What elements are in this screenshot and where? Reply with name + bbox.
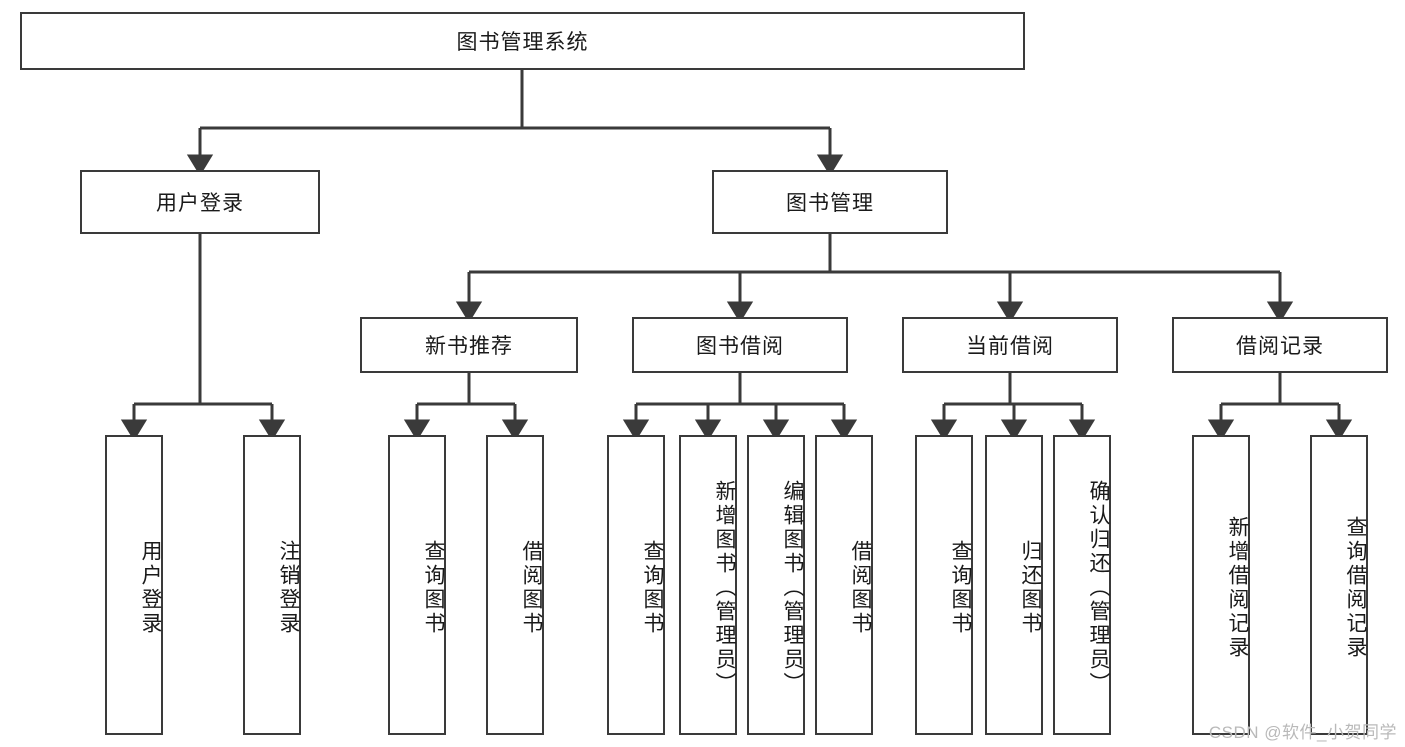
leaf-label: 查询图书 <box>641 540 664 636</box>
leaf-label: 借阅图书 <box>520 540 543 636</box>
node-user-login[interactable]: 用户登录 <box>80 170 320 234</box>
leaf-label: 注销登录 <box>277 540 300 636</box>
leaf-query-borrow-record[interactable]: 查询借阅记录 <box>1310 435 1368 735</box>
leaf-label: 新增借阅记录 <box>1226 516 1249 660</box>
leaf-return-book[interactable]: 归还图书 <box>985 435 1043 735</box>
leaf-query-book-current[interactable]: 查询图书 <box>915 435 973 735</box>
leaf-label: 借阅图书 <box>849 540 872 636</box>
leaf-query-book-borrow[interactable]: 查询图书 <box>607 435 665 735</box>
node-book-manage[interactable]: 图书管理 <box>712 170 948 234</box>
leaf-add-borrow-record[interactable]: 新增借阅记录 <box>1192 435 1250 735</box>
leaf-confirm-return-admin[interactable]: 确认归还（管理员） <box>1053 435 1111 735</box>
leaf-label: 查询图书 <box>422 540 445 636</box>
leaf-user-login[interactable]: 用户登录 <box>105 435 163 735</box>
leaf-label: 查询图书 <box>949 540 972 636</box>
leaf-borrow-book-rec[interactable]: 借阅图书 <box>486 435 544 735</box>
node-root[interactable]: 图书管理系统 <box>20 12 1025 70</box>
node-new-book-recommend[interactable]: 新书推荐 <box>360 317 578 373</box>
leaf-label: 确认归还（管理员） <box>1087 480 1110 696</box>
leaf-edit-book-admin[interactable]: 编辑图书（管理员） <box>747 435 805 735</box>
leaf-user-logout[interactable]: 注销登录 <box>243 435 301 735</box>
node-book-borrow[interactable]: 图书借阅 <box>632 317 848 373</box>
leaf-label: 编辑图书（管理员） <box>781 480 804 696</box>
leaf-label: 用户登录 <box>139 540 162 636</box>
node-current-borrow[interactable]: 当前借阅 <box>902 317 1118 373</box>
node-borrow-record[interactable]: 借阅记录 <box>1172 317 1388 373</box>
leaf-add-book-admin[interactable]: 新增图书（管理员） <box>679 435 737 735</box>
leaf-borrow-book[interactable]: 借阅图书 <box>815 435 873 735</box>
leaf-label: 查询借阅记录 <box>1344 516 1367 660</box>
leaf-label: 归还图书 <box>1019 540 1042 636</box>
leaf-query-book-rec[interactable]: 查询图书 <box>388 435 446 735</box>
leaf-label: 新增图书（管理员） <box>713 480 736 696</box>
